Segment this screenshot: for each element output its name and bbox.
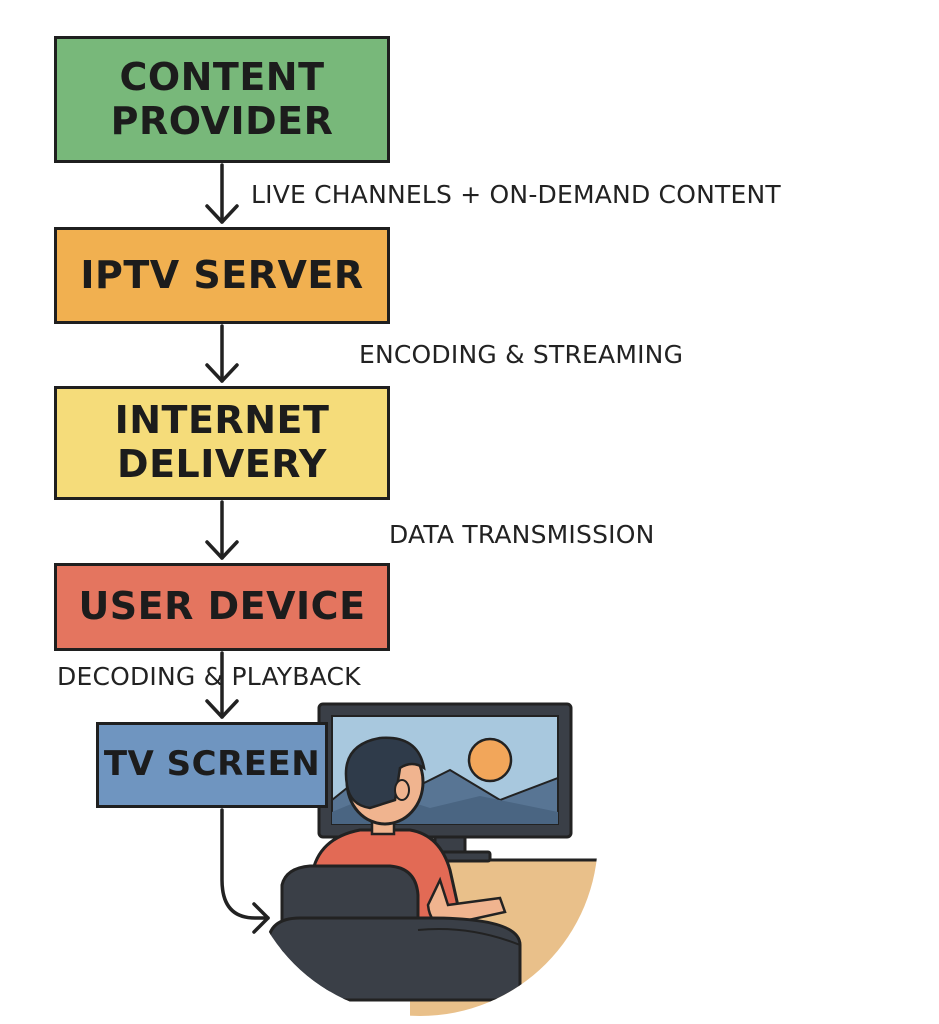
- user-device-label: USER DEVICE: [78, 584, 366, 629]
- decoding-playback-label: DECODING & PLAYBACK: [57, 662, 361, 691]
- encoding-streaming-label: ENCODING & STREAMING: [359, 340, 684, 369]
- user-device-box: USER DEVICE: [54, 563, 390, 651]
- content-provider-box: CONTENT PROVIDER: [54, 36, 390, 163]
- internet-delivery-box: INTERNET DELIVERY: [54, 386, 390, 500]
- arrow-server-to-internet: [205, 324, 239, 383]
- internet-delivery-label: INTERNET DELIVERY: [114, 398, 330, 486]
- tv-screen-label: TV SCREEN: [103, 744, 321, 785]
- arrow-provider-to-server: [205, 163, 239, 224]
- arrow-device-to-tv: [205, 651, 239, 719]
- iptv-server-box: IPTV SERVER: [54, 227, 390, 324]
- arrow-internet-to-device: [205, 500, 239, 560]
- content-provider-label: CONTENT PROVIDER: [110, 54, 334, 143]
- iptv-server-label: IPTV SERVER: [80, 252, 364, 297]
- tv-screen-box: TV SCREEN: [96, 722, 328, 808]
- data-transmission-label: DATA TRANSMISSION: [389, 520, 655, 549]
- person-in-chair-icon: [266, 736, 522, 1002]
- live-channels-label: LIVE CHANNELS + ON-DEMAND CONTENT: [251, 180, 781, 209]
- arrow-tv-to-viewer: [220, 808, 270, 934]
